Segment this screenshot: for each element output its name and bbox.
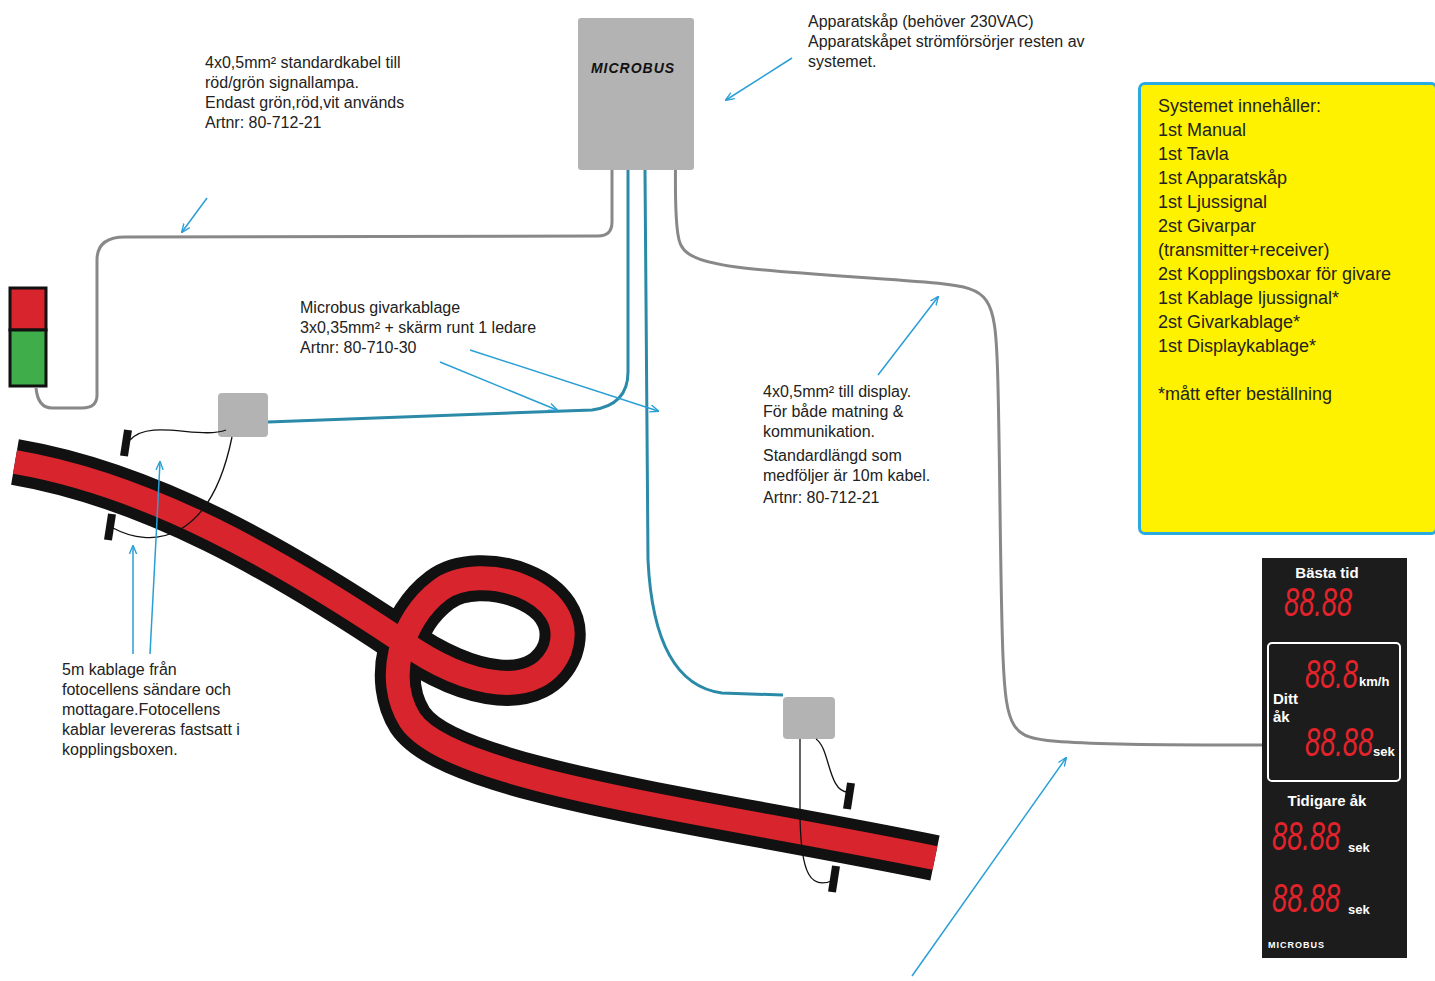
time-digits: 88.88 [1272,816,1340,856]
speed-digits: 88.8 [1305,654,1358,694]
section-heading: Ditt åk [1273,690,1309,726]
annotation-note: Endast grön,röd,vit används [205,93,404,113]
section-heading: Tidigare åk [1262,792,1392,810]
scoreboard-display: Bästa tid88.88Tidigare åk88.88sek88.88se… [1262,558,1407,958]
leader-line [182,198,207,232]
annotation-note: 3x0,35mm² + skärm runt 1 ledare [300,318,536,338]
list-item: 2st Kopplingsboxar för givare [1158,262,1425,286]
sensor-cable [645,170,783,695]
photocell-wire [130,430,226,440]
unit-label: sek [1348,840,1370,855]
photocell-transmitter [847,783,851,809]
brand-logo: MICROBUS [578,60,688,76]
leader-line [470,350,658,411]
leader-line [912,758,1066,976]
annotation-note: 4x0,5mm² standardkabel till röd/grön sig… [205,53,435,93]
list-item: *mått efter beställning [1158,382,1425,406]
list-item: 2st Givarpar (transmitter+receiver) [1158,214,1425,262]
list-item: 1st Ljussignal [1158,190,1425,214]
annotation-note: Microbus givarkablage [300,298,460,318]
leader-line [440,362,557,410]
photocell-receiver [832,866,836,892]
annotation-note: 4x0,5mm² till display. För både matning … [763,382,938,442]
unit-label: sek [1373,744,1395,759]
list-item: 1st Displaykablage* [1158,334,1425,358]
photocell-wire [113,437,232,538]
list-item: 1st Manual [1158,118,1425,142]
list-item: 1st Tavla [1158,142,1425,166]
section-heading: Bästa tid [1262,564,1392,582]
leader-line [726,58,792,100]
junction-box [783,697,835,739]
unit-label: km/h [1359,674,1389,689]
photocell-transmitter [124,430,128,456]
box-heading: Systemet innehåller: [1158,94,1425,118]
annotation-note: Apparatskåp (behöver 230VAC) [808,12,1034,32]
leader-line [150,462,160,654]
annotation-note: Standardlängd som medföljer är 10m kabel… [763,446,938,486]
photocell-wire [800,739,834,883]
signal-red-lamp [10,288,46,330]
annotation-note: Artnr: 80-710-30 [300,338,417,358]
track-stripe [15,462,935,858]
signal-cable [36,170,612,408]
brand-logo: MICROBUS [1268,940,1325,950]
leader-line [878,297,938,375]
unit-label: sek [1348,902,1370,917]
photocell-wire [816,739,848,792]
annotation-note: Artnr: 80-712-21 [205,113,322,133]
signal-green-lamp [10,330,46,386]
leader-line [132,546,134,654]
list-item: 1st Kablage ljussignal* [1158,286,1425,310]
current-run-panel: Ditt åk88.8km/h 88.88sek [1267,642,1401,782]
time-digits: 88.88 [1305,722,1373,762]
annotation-note: 5m kablage från fotocellens sändare och … [62,660,257,760]
annotation-note: Apparatskåpet strömförsörjer resten av s… [808,32,1138,72]
photocell-receiver [108,514,112,540]
list-item: 2st Givarkablage* [1158,310,1425,334]
contents-box: Systemet innehåller:1st Manual1st Tavla1… [1138,82,1435,535]
time-digits: 88.88 [1272,878,1340,918]
equipment-cabinet: MICROBUS [578,18,694,170]
list-item: 1st Apparatskåp [1158,166,1425,190]
time-digits: 88.88 [1284,582,1352,622]
track-band [15,462,935,858]
annotation-note: Artnr: 80-712-21 [763,488,880,508]
